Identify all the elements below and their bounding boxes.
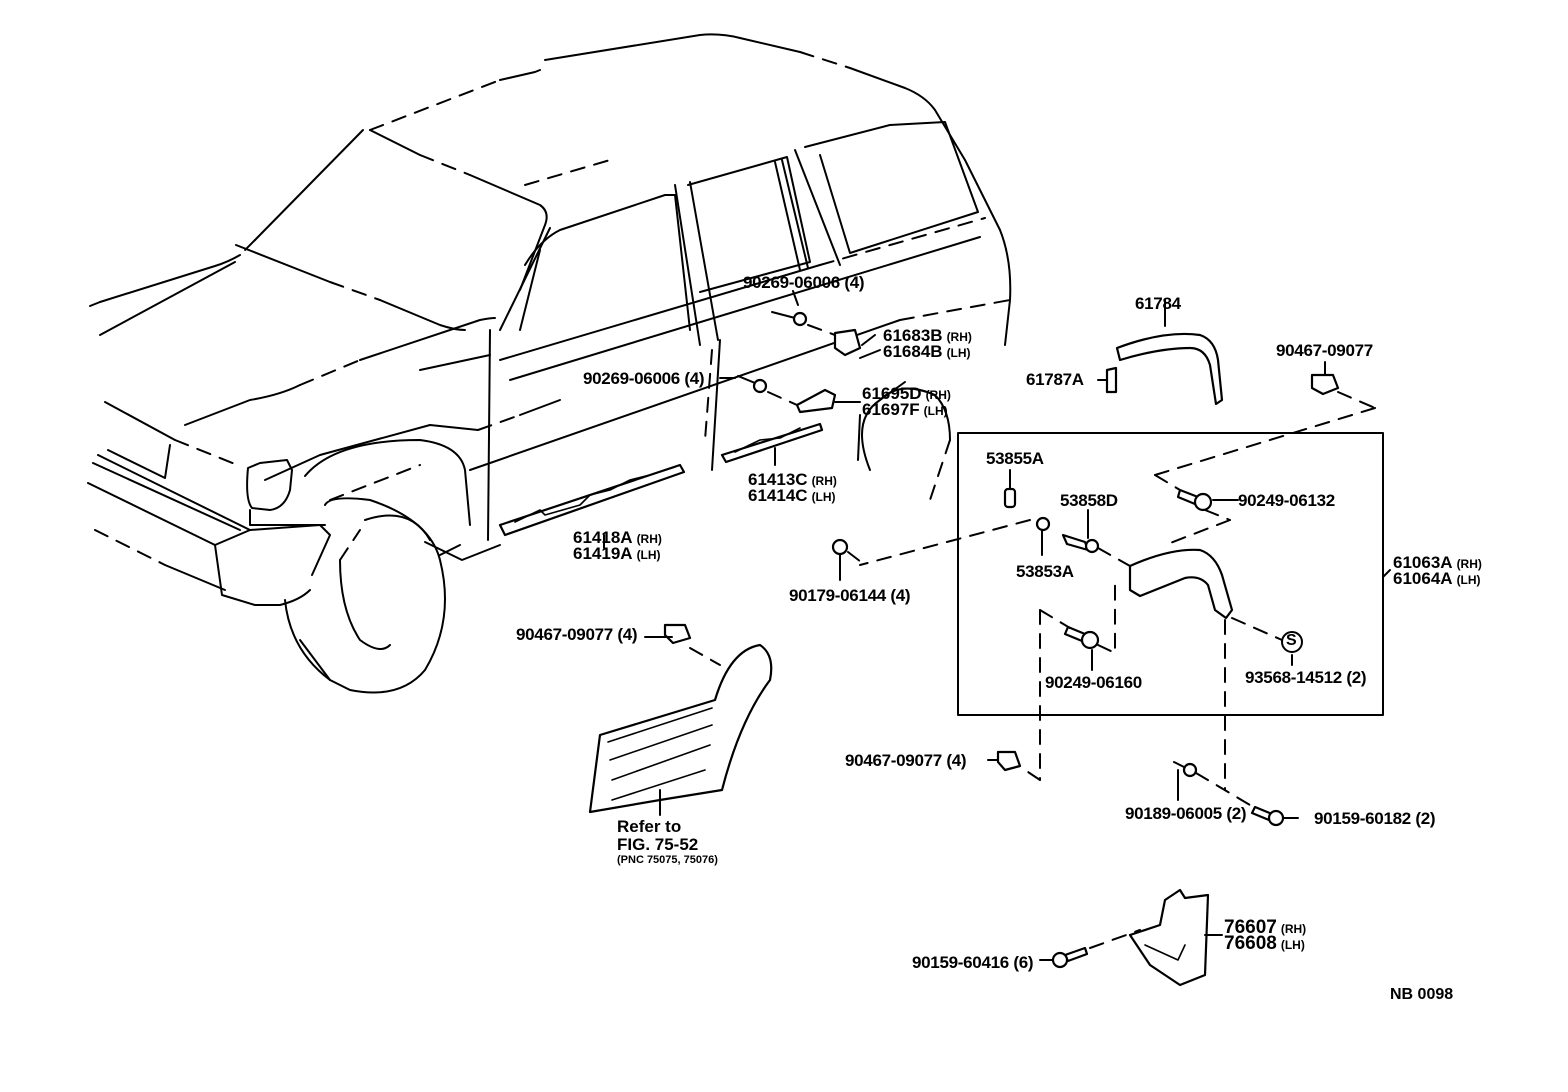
washer-part [1173,761,1198,778]
clip-mid-part [737,375,768,394]
part-number-61413c: 61413C [748,470,808,489]
flare-callout-box [957,432,1384,716]
side-rh: (RH) [946,330,972,344]
label-bolt-upper: 90249-06132 [1238,491,1335,510]
reference-line-2: FIG. 75-52 [617,835,699,854]
side-lh: (LH) [1280,938,1305,952]
label-rocker-front: 61418A(RH) 61419A(LH) [573,528,662,563]
label-clip-panel-lower: 90467-09077 (4) [845,751,967,770]
clip-upper-part [771,311,808,327]
screw-mudguard-part [1051,946,1089,969]
bracket-upper [833,328,862,357]
rocker-moulding-front [498,463,686,537]
leader-lines [603,290,1376,961]
label-fender-flare: 61063A(RH) 61064A(LH) [1393,553,1482,588]
bracket-rear [795,388,837,414]
bolt-lower-part [1063,625,1100,650]
part-number-61064a: 61064A [1393,569,1453,588]
bolt-upper-part [1176,488,1213,512]
side-rh: (RH) [1456,557,1482,571]
screw-mid-part [1250,805,1285,827]
side-rh: (RH) [925,388,951,402]
label-screw-d: 53858D [1060,491,1118,510]
clip-panel-lower-part [996,750,1022,772]
label-clip-panel: 90467-09077 (4) [516,625,638,644]
label-retainer: 53855A [986,449,1044,468]
nut-part [1035,516,1051,532]
part-number-61695d: 61695D [862,384,922,403]
label-clip-mid: 90269-06006 (4) [583,369,705,388]
label-bracket-upper: 61683B(RH) 61684B(LH) [883,326,972,361]
label-nut: 53853A [1016,562,1074,581]
part-number-61684b: 61684B [883,342,943,361]
screw-d-part [1061,533,1100,554]
figure-code: NB 0098 [1390,986,1454,1003]
part-number-61419a: 61419A [573,544,633,563]
label-clip-front-fender: 90179-06144 (4) [789,586,911,605]
label-arch-moulding: 61784 [1135,294,1181,313]
reference-line-3: (PNC 75075, 75076) [617,854,718,866]
label-clip-top-right: 90467-09077 [1276,341,1373,360]
fender-flare-part [1128,548,1234,620]
part-number-61683b: 61683B [883,326,943,345]
part-number-61697f: 61697F [862,400,920,419]
vehicle-body-outline [87,33,1012,694]
label-screw-mid: 90159-60182 (2) [1314,809,1436,828]
label-clip-upper: 90269-06006 (4) [743,273,865,292]
side-panel-part [588,643,773,814]
side-lh: (LH) [811,490,836,504]
clip-top-right-part [1310,373,1340,396]
clip-front-fender-part [831,538,849,556]
label-rocker-rear: 61413C(RH) 61414C(LH) [748,470,837,505]
side-rh: (RH) [636,532,662,546]
part-number-61414c: 61414C [748,486,808,505]
label-arch-clip: 61787A [1026,370,1084,389]
label-washer: 90189-06005 (2) [1125,804,1247,823]
mudguard-part [1128,888,1210,987]
label-screw-mudguard: 90159-60416 (6) [912,953,1034,972]
arch-moulding-part [1105,332,1224,406]
side-lh: (LH) [946,346,971,360]
clip-panel-part [663,623,692,645]
part-number-61418a: 61418A [573,528,633,547]
side-rh: (RH) [1280,922,1307,936]
side-lh: (LH) [636,548,661,562]
label-mudguard: 76607(RH) 76608(LH) [1224,917,1307,954]
reference-line-1: Refer to [617,817,682,836]
label-bracket-rear: 61695D(RH) 61697F(LH) [862,384,951,419]
retainer-part [1003,487,1017,509]
part-number-76607: 76607 [1224,917,1277,938]
side-lh: (LH) [1456,573,1481,587]
sealer-symbol-circle [1281,631,1303,653]
side-rh: (RH) [811,474,837,488]
rocker-moulding-rear [720,422,824,464]
side-lh: (LH) [923,404,948,418]
part-number-76608: 76608 [1224,933,1277,954]
part-number-61063a: 61063A [1393,553,1453,572]
label-sealer: 93568-14512 (2) [1245,668,1367,687]
label-bolt-lower: 90249-06160 [1045,673,1142,692]
sealer-symbol: S [1286,632,1297,649]
reference-note: Refer to FIG. 75-52 (PNC 75075, 75076) [617,817,718,867]
